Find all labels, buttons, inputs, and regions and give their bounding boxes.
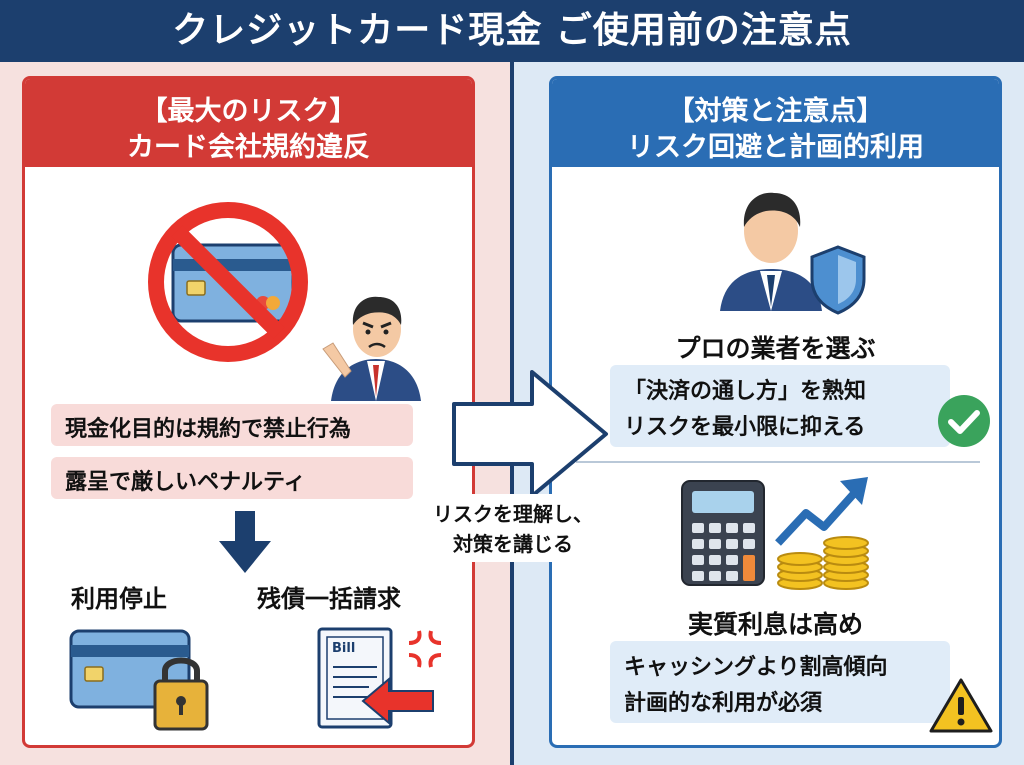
rising-arrow-icon <box>775 477 868 546</box>
calculator-icon <box>681 480 765 586</box>
right-arrow-icon <box>452 370 608 498</box>
prohibited-card-icon <box>148 202 308 362</box>
businessman-icon <box>720 192 822 311</box>
countermeasure-heading-line1: 【対策と注意点】 <box>667 96 884 127</box>
center-caption-line2: 対策を講じる <box>453 532 573 556</box>
section1-line1: 「決済の通し方」を熟知 <box>624 379 867 404</box>
page-title: クレジットカード現金 ご使用前の注意点 <box>172 10 852 51</box>
countermeasure-panel: 【対策と注意点】 リスク回避と計画的利用 プロの業者を選ぶ 「決済の通し方」を熟… <box>549 76 1002 748</box>
shield-icon <box>810 245 866 315</box>
angry-businessman-icon <box>322 296 421 401</box>
center-caption-line1: リスクを理解し、 <box>433 502 593 526</box>
coins-icon <box>777 536 869 590</box>
risk-point-1-text: 現金化目的は規約で禁止行為 <box>65 417 352 442</box>
risk-point-2-text: 露呈で厳しいペナルティ <box>65 470 306 495</box>
section1-box: 「決済の通し方」を熟知 リスクを最小限に抑える <box>610 365 950 447</box>
risk-point-2: 露呈で厳しいペナルティ <box>51 457 413 499</box>
bill-label: Bill <box>332 641 356 656</box>
countermeasure-panel-header: 【対策と注意点】 リスク回避と計画的利用 <box>552 79 999 167</box>
risk-panel: 【最大のリスク】 カード会社規約違反 現金化目的は規約で禁止行為 露呈で厳しいペ… <box>22 76 475 748</box>
bill-icon <box>317 627 434 729</box>
section1-line2: リスクを最小限に抑える <box>624 415 866 440</box>
anger-mark-icon <box>408 630 442 668</box>
center-caption: リスクを理解し、 対策を講じる <box>418 494 608 562</box>
section2-box: キャッシングより割高傾向 計画的な利用が必須 <box>610 641 950 723</box>
outcome-suspension: 利用停止 <box>71 585 167 613</box>
warning-icon <box>929 678 993 733</box>
section2-title: 実質利息は高め <box>687 610 863 639</box>
risk-panel-header: 【最大のリスク】 カード会社規約違反 <box>25 79 472 167</box>
outcome-lump-sum: 残債一括請求 <box>257 585 401 613</box>
checkmark-icon <box>938 395 990 447</box>
section2-line2: 計画的な利用が必須 <box>624 691 823 716</box>
section1-title: プロの業者を選ぶ <box>675 334 876 363</box>
section2-line1: キャッシングより割高傾向 <box>624 655 888 680</box>
title-bar <box>0 0 1024 62</box>
countermeasure-heading-line2: リスク回避と計画的利用 <box>627 132 924 163</box>
section-divider <box>576 461 980 463</box>
down-arrow-icon <box>219 511 271 573</box>
risk-heading-line2: カード会社規約違反 <box>127 132 370 163</box>
locked-card-icon <box>69 629 209 731</box>
risk-heading-line1: 【最大のリスク】 <box>140 96 357 127</box>
risk-point-1: 現金化目的は規約で禁止行為 <box>51 404 413 446</box>
